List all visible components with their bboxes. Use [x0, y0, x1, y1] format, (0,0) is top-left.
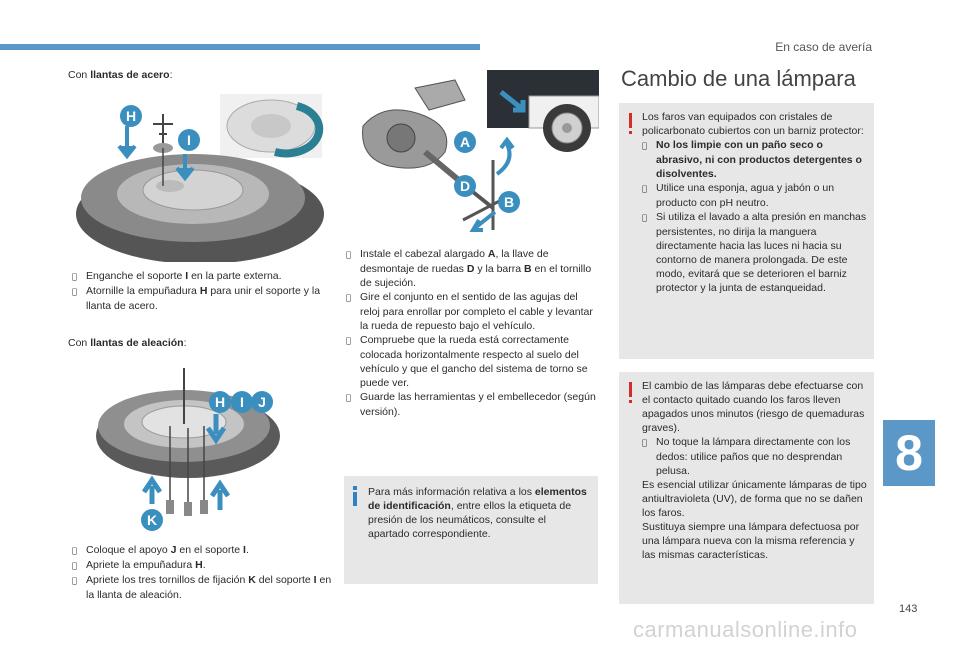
winch-step-1: Instale el cabezal alargado A, la llave … [360, 248, 592, 289]
label-i: I [240, 394, 244, 410]
alloy-step-2: Apriete la empuñadura H. [86, 559, 206, 571]
warning-2-item: No toque la lámpara directamente con los… [656, 436, 851, 477]
alloy-wheel-illustration: H I J K [92, 364, 292, 534]
chapter-tab: 8 [883, 420, 935, 486]
label-h: H [126, 108, 136, 124]
warning-1-item-3: Si utiliza el lavado a alta presión en m… [656, 211, 867, 294]
winch-step-4: Guarde las herramientas y el embellecedo… [360, 391, 596, 418]
steel-intro: Con llantas de acero: [68, 69, 173, 81]
top-accent-bar [0, 44, 480, 50]
alloy-step-3: Apriete los tres tornillos de fijación K… [86, 574, 332, 601]
info-icon [351, 486, 359, 508]
info-text: Para más información relativa a los elem… [368, 486, 587, 540]
label-b: B [504, 194, 514, 210]
warning-icon [625, 113, 635, 135]
warning-1-text: Los faros van equipados con cristales de… [642, 110, 870, 295]
label-k: K [147, 512, 157, 528]
label-h: H [215, 394, 225, 410]
winch-step-2: Gire el conjunto en el sentido de las ag… [360, 291, 593, 332]
steel-steps: Enganche el soporte I en la parte extern… [72, 269, 330, 313]
warning-1-intro: Los faros van equipados con cristales de… [642, 111, 864, 137]
alloy-step-1: Coloque el apoyo J en el soporte I. [86, 544, 249, 556]
steel-wheel-illustration: H I [75, 86, 325, 262]
warning-2-para-2: Sustituya siempre una lámpara defectuosa… [642, 521, 860, 561]
warning-box-1: Los faros van equipados con cristales de… [619, 103, 874, 359]
watermark: carmanualsonline.info [633, 617, 858, 642]
warning-2-text: El cambio de las lámparas debe efectuars… [642, 379, 870, 562]
page-title: Cambio de una lámpara [621, 66, 856, 91]
warning-1-item-2: Utilice una esponja, agua y jabón o un p… [656, 182, 835, 209]
winch-tool-illustration: A D B [345, 70, 599, 238]
label-a: A [460, 134, 470, 150]
steel-step-1: Enganche el soporte I en la parte extern… [86, 270, 282, 282]
warning-icon [625, 382, 635, 404]
page-number: 143 [899, 603, 918, 615]
winch-steps: Instale el cabezal alargado A, la llave … [346, 247, 600, 419]
section-title: En caso de avería [775, 40, 872, 54]
alloy-steps: Coloque el apoyo J en el soporte I. Apri… [72, 543, 332, 602]
alloy-intro: Con llantas de aleación: [68, 337, 187, 349]
label-j: J [258, 394, 266, 410]
info-box: Para más información relativa a los elem… [344, 476, 598, 584]
warning-2-para-1: Es esencial utilizar únicamente lámparas… [642, 479, 867, 519]
warning-1-item-1: No los limpie con un paño seco o abrasiv… [656, 139, 862, 180]
warning-box-2: El cambio de las lámparas debe efectuars… [619, 372, 874, 604]
label-d: D [460, 178, 470, 194]
warning-2-intro: El cambio de las lámparas debe efectuars… [642, 380, 865, 434]
steel-step-2: Atornille la empuñadura H para unir el s… [86, 285, 321, 312]
winch-step-3: Compruebe que la rueda está correctament… [360, 334, 588, 389]
label-i: I [187, 132, 191, 148]
